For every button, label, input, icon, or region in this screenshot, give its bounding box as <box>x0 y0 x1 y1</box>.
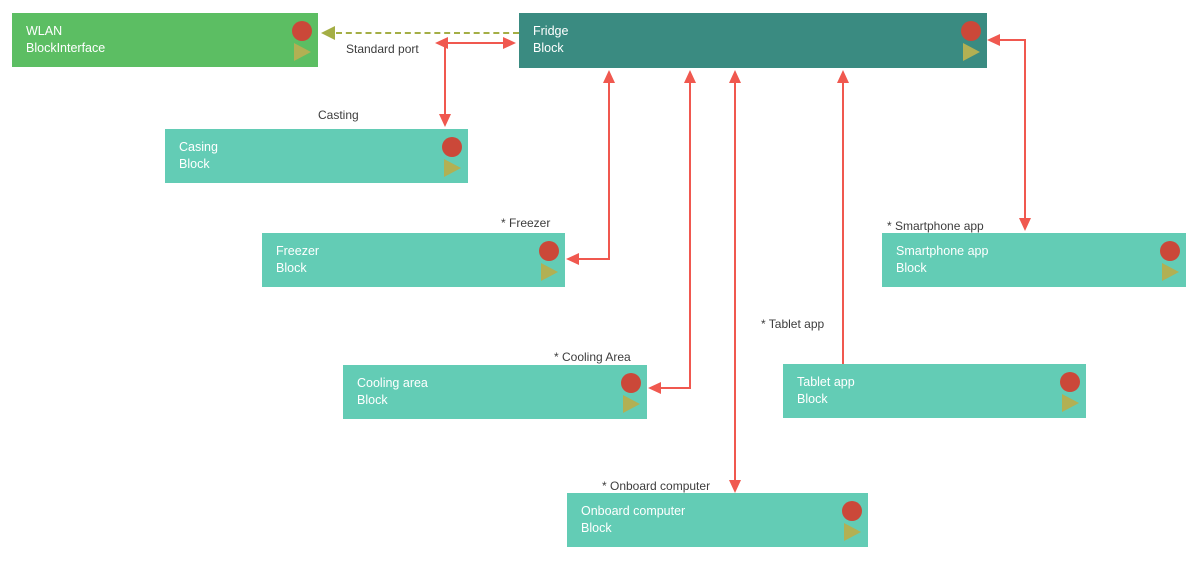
block-tablet-app-type: Block <box>797 392 828 406</box>
connector-line <box>661 387 691 389</box>
block-casing-ports <box>442 137 462 177</box>
block-freezer-type: Block <box>276 261 307 275</box>
block-onboard-computer-type: Block <box>581 521 612 535</box>
block-cooling-area-ports <box>621 373 641 413</box>
arrowhead-down-icon <box>729 480 741 493</box>
flow-port-triangle-icon[interactable] <box>623 395 640 413</box>
arrowhead-left-icon <box>648 382 661 394</box>
arrowhead-left-icon <box>321 26 335 40</box>
connector-line <box>842 82 844 364</box>
block-freezer-name: Freezer <box>276 244 320 258</box>
dashed-line <box>336 32 519 34</box>
connector-line <box>999 39 1026 41</box>
block-freezer[interactable]: Freezer Block <box>262 233 565 287</box>
flow-port-triangle-icon[interactable] <box>844 523 861 541</box>
port-circle-icon[interactable] <box>1160 241 1180 261</box>
label-tablet-app: * Tablet app <box>761 317 825 331</box>
arrowhead-up-icon <box>837 70 849 83</box>
label-standard-port: Standard port <box>346 42 419 56</box>
label-casing: Casting <box>318 108 359 122</box>
connector-line <box>441 42 503 44</box>
arrowhead-up-icon <box>729 70 741 83</box>
arrowhead-right-icon <box>503 37 516 49</box>
port-circle-icon[interactable] <box>1060 372 1080 392</box>
block-smartphone-app-name: Smartphone app <box>896 244 989 258</box>
connector-line <box>734 82 736 480</box>
flow-port-triangle-icon[interactable] <box>1162 263 1179 281</box>
connector-line <box>444 43 446 115</box>
connector-line <box>579 258 610 260</box>
port-circle-icon[interactable] <box>842 501 862 521</box>
block-cooling-area-name: Cooling area <box>357 376 428 390</box>
block-onboard-computer-ports <box>842 501 862 541</box>
connector-line <box>1024 39 1026 219</box>
block-casing-type: Block <box>179 157 210 171</box>
block-fridge[interactable]: Fridge Block <box>519 13 987 68</box>
block-tablet-app-name: Tablet app <box>797 375 855 389</box>
block-casing-name: Casing <box>179 140 218 154</box>
flow-port-triangle-icon[interactable] <box>1062 394 1079 412</box>
block-smartphone-app-ports <box>1160 241 1180 281</box>
block-tablet-app[interactable]: Tablet app Block <box>783 364 1086 418</box>
arrowhead-left-icon <box>987 34 1000 46</box>
block-onboard-computer[interactable]: Onboard computer Block <box>567 493 868 547</box>
arrowhead-down-icon <box>439 114 451 127</box>
connector-line <box>689 82 691 389</box>
flow-port-triangle-icon[interactable] <box>541 263 558 281</box>
port-circle-icon[interactable] <box>442 137 462 157</box>
arrowhead-left-icon <box>435 37 448 49</box>
arrowhead-up-icon <box>603 70 615 83</box>
label-onboard-computer: * Onboard computer <box>602 479 711 493</box>
flow-port-triangle-icon[interactable] <box>444 159 461 177</box>
block-cooling-area[interactable]: Cooling area Block <box>343 365 647 419</box>
block-wlan-name: WLAN <box>26 24 63 38</box>
block-wlan-type: BlockInterface <box>26 41 106 55</box>
block-onboard-computer-name: Onboard computer <box>581 504 686 518</box>
arrowhead-left-icon <box>566 253 579 265</box>
block-tablet-app-ports <box>1060 372 1080 412</box>
block-casing[interactable]: Casing Block <box>165 129 468 183</box>
block-fridge-ports <box>961 21 981 61</box>
block-fridge-type: Block <box>533 41 564 55</box>
block-cooling-area-type: Block <box>357 393 388 407</box>
block-smartphone-app[interactable]: Smartphone app Block <box>882 233 1186 287</box>
port-circle-icon[interactable] <box>539 241 559 261</box>
block-wlan[interactable]: WLAN BlockInterface <box>12 13 318 67</box>
flow-port-triangle-icon[interactable] <box>963 43 980 61</box>
block-freezer-ports <box>539 241 559 281</box>
arrowhead-down-icon <box>1019 218 1031 231</box>
block-fridge-name: Fridge <box>533 24 569 38</box>
arrowhead-up-icon <box>684 70 696 83</box>
port-circle-icon[interactable] <box>292 21 312 41</box>
label-smartphone-app: * Smartphone app <box>887 219 984 233</box>
label-cooling-area: * Cooling Area <box>554 350 631 364</box>
label-freezer: * Freezer <box>501 216 551 230</box>
block-smartphone-app-type: Block <box>896 261 927 275</box>
connector-line <box>608 82 610 260</box>
port-circle-icon[interactable] <box>961 21 981 41</box>
port-circle-icon[interactable] <box>621 373 641 393</box>
block-wlan-ports <box>292 21 312 61</box>
flow-port-triangle-icon[interactable] <box>294 43 311 61</box>
